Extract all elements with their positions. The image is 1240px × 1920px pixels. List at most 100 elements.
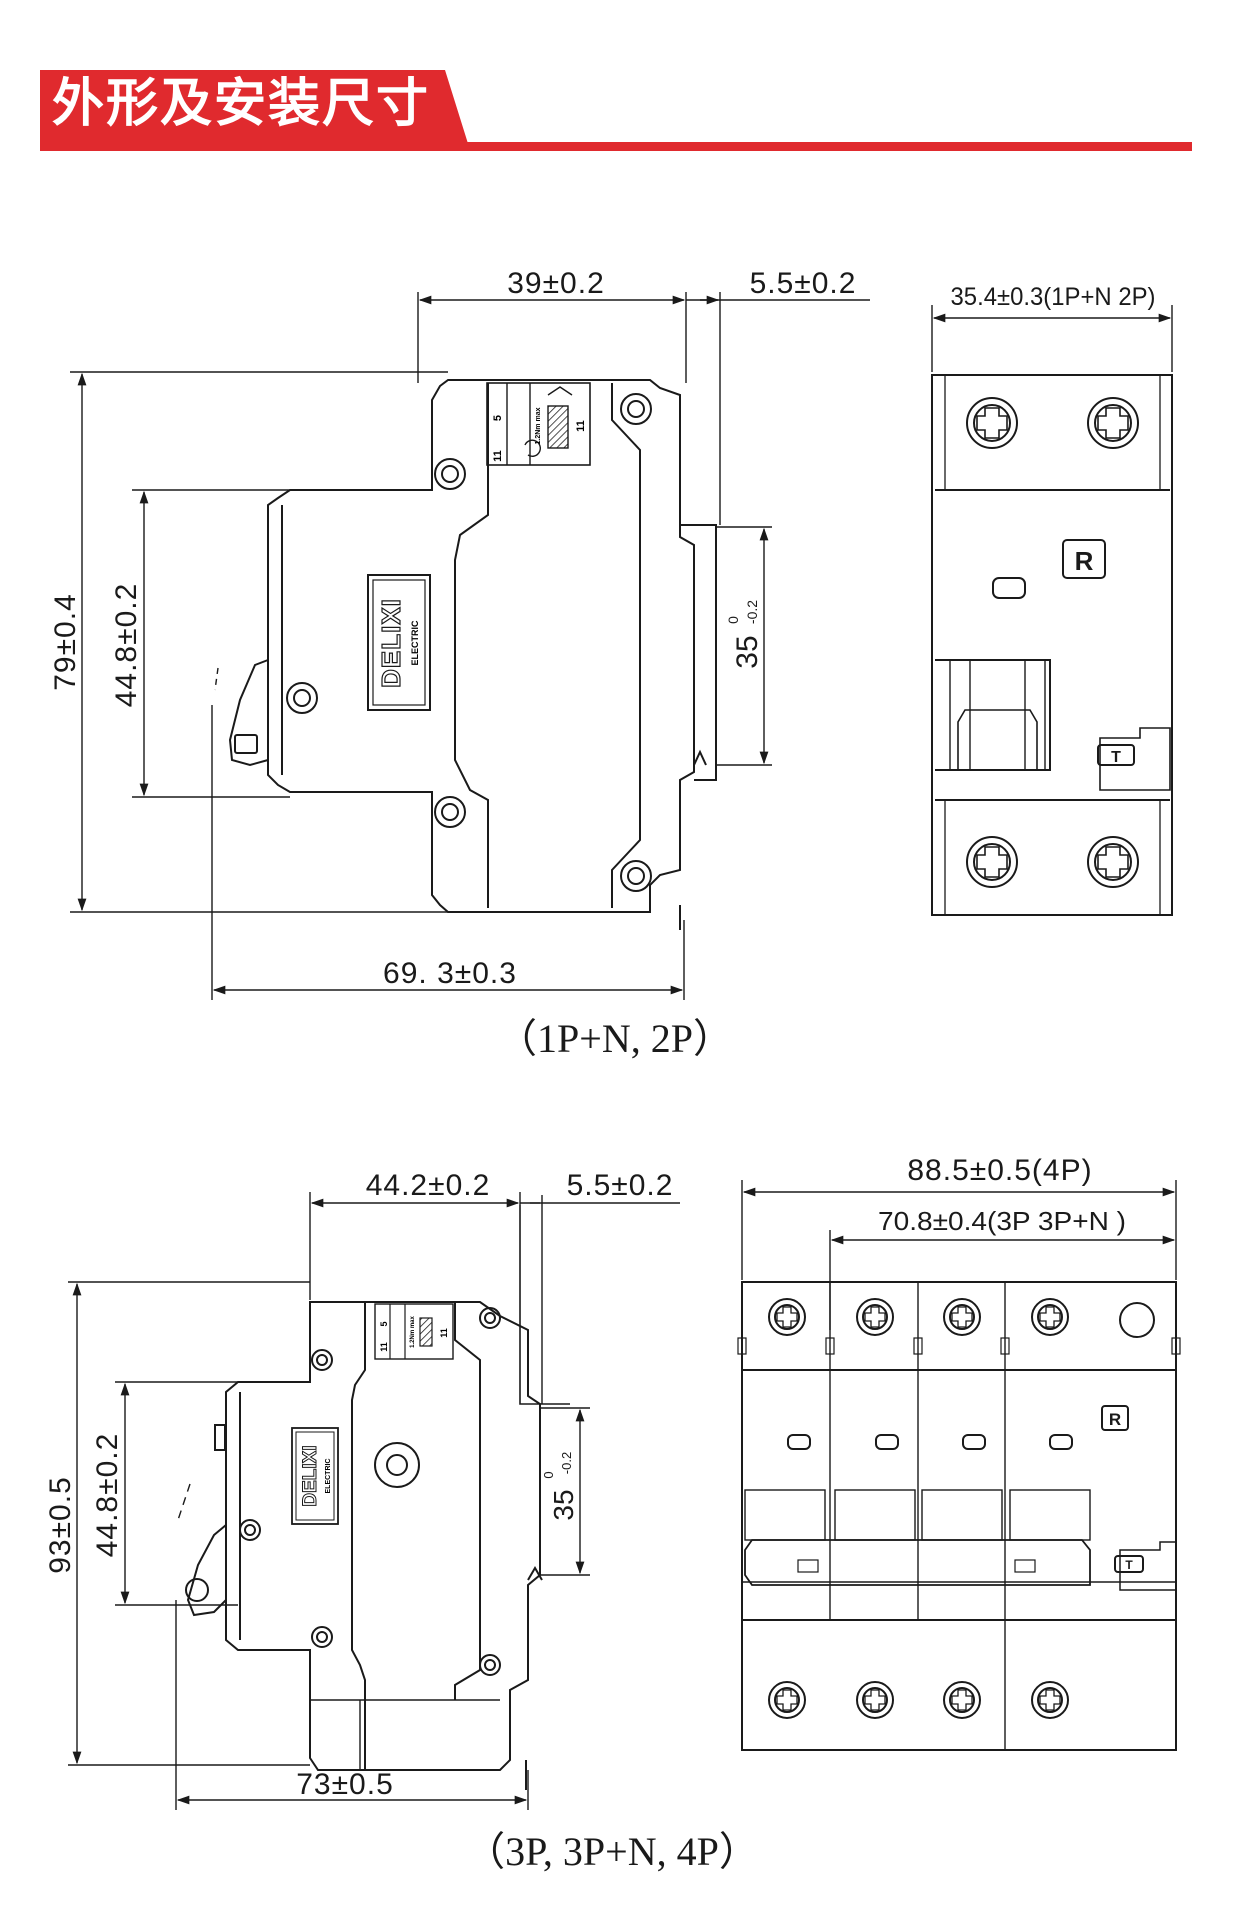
bottom-side-brand-sub: ELECTRIC [325, 1459, 332, 1494]
bottom-front-mark-t: T [1125, 1558, 1133, 1572]
top-side-hatch [547, 405, 569, 449]
bottom-front-dim-3p-text: 70.8±0.4(3P 3P+N ) [878, 1206, 1126, 1236]
bottom-side-tiny-label: 1.2Nm max [410, 1315, 416, 1347]
bottom-dim-73-text: 73±0.5 [296, 1768, 394, 1801]
top-front-screw-2 [1087, 397, 1139, 449]
bottom-front-r-box [1101, 1405, 1129, 1431]
header-red-rule [40, 142, 1192, 151]
bottom-side-label-11a: 11 [379, 1342, 389, 1352]
bottom-front-top-screw-1 [768, 1298, 806, 1336]
bottom-front-bot-screw-2 [856, 1681, 894, 1719]
bottom-side-inner-profile [351, 1302, 366, 1770]
top-side-labels: 5 11 11 1.2Nm max DELIXI ELECTRIC [375, 407, 587, 688]
top-dim-5p5-text: 5.5±0.2 [750, 267, 857, 300]
top-front-dim-text: 35.4±0.3(1P+N 2P) [951, 283, 1156, 311]
top-front-t-box [1097, 744, 1135, 766]
top-dim-39-text: 39±0.2 [507, 267, 605, 300]
top-front-labels: R T [1075, 546, 1122, 766]
bottom-front-dim-texts: 88.5±0.5(4P) 70.8±0.4(3P 3P+N ) [878, 1154, 1126, 1236]
top-side-rail-clip [680, 524, 717, 781]
top-side-body-outline [267, 379, 695, 913]
bottom-side-knob [374, 1442, 420, 1488]
bottom-side-labels: 5 11 11 1.2Nm max DELIXI ELECTRIC [300, 1315, 450, 1507]
top-side-dim-texts: 39±0.2 5.5±0.2 79±0.4 44.8±0.2 35 0 -0.2… [49, 267, 857, 1061]
bottom-front-indicator-3 [962, 1434, 986, 1450]
top-front-handle [935, 659, 1051, 771]
bottom-section-caption: （3P, 3P+N, 4P） [465, 1829, 759, 1874]
bottom-side-handle [186, 1524, 227, 1617]
top-front-dimensions [931, 305, 1173, 372]
bottom-dim-35-tol-upper: 0 [541, 1471, 556, 1478]
bottom-dim-35-text: 35 [548, 1489, 579, 1520]
bottom-side-hole-4 [311, 1626, 333, 1648]
top-side-label-11b: 11 [575, 420, 587, 432]
header-red-tab [40, 70, 470, 150]
bottom-dim-44p2-text: 44.2±0.2 [366, 1169, 491, 1202]
top-side-brand-sub: ELECTRIC [410, 620, 420, 666]
bottom-side-dim-texts: 44.2±0.2 5.5±0.2 93±0.5 44.8±0.2 35 0 -0… [44, 1169, 759, 1874]
bottom-front-indicator-4 [1049, 1434, 1073, 1450]
bottom-front-dim-4p-text: 88.5±0.5(4P) [907, 1154, 1092, 1187]
bottom-front-indicator-2 [875, 1434, 899, 1450]
bottom-side-body-outline [225, 1301, 541, 1771]
top-dim-79-text: 79±0.4 [49, 593, 82, 691]
top-side-dimensions [70, 292, 870, 1000]
bottom-dim-35-tol-lower: -0.2 [559, 1452, 574, 1474]
top-dim-69p3-text: 69. 3±0.3 [383, 957, 517, 990]
bottom-side-label-11b: 11 [439, 1328, 449, 1338]
top-side-logo-box [367, 574, 431, 711]
top-side-tiny-label: 1.2Nm max [535, 407, 542, 444]
top-side-hole-5 [620, 860, 652, 892]
bottom-front-bot-screw-3 [943, 1681, 981, 1719]
bottom-side-hole-2 [479, 1307, 501, 1329]
top-section-caption: （1P+N, 2P） [497, 1016, 733, 1061]
top-dim-35-text: 35 [731, 635, 764, 668]
top-side-handle [228, 659, 269, 767]
top-side-inner-profile [454, 383, 489, 908]
bottom-front-bot-screw-4 [1031, 1681, 1069, 1719]
bottom-front-top-screw-2 [856, 1298, 894, 1336]
bottom-front-top-screw-4 [1031, 1298, 1069, 1336]
top-front-indicator [992, 577, 1026, 599]
top-side-brand-logo: DELIXI [376, 598, 406, 688]
bottom-front-top-screw-3 [943, 1298, 981, 1336]
bottom-front-indicator-1 [787, 1434, 811, 1450]
top-front-screw-4 [1087, 836, 1139, 888]
top-front-screw-1 [966, 397, 1018, 449]
top-side-hole-3 [286, 682, 318, 714]
bottom-side-logo-box [291, 1427, 339, 1525]
header-banner [40, 70, 1192, 151]
bottom-side-hatch [419, 1317, 433, 1347]
bottom-side-rail-clip [519, 1205, 540, 1405]
bottom-front-view [737, 1281, 1181, 1751]
top-front-view [931, 374, 1173, 916]
page-title: 外形及安装尺寸 [52, 74, 431, 134]
top-side-label-5: 5 [492, 415, 504, 421]
bottom-dim-93-text: 93±0.5 [44, 1476, 77, 1574]
bottom-side-brand-logo: DELIXI [300, 1445, 321, 1506]
bottom-dim-44p8-text: 44.8±0.2 [91, 1433, 124, 1558]
top-side-terminal-box [486, 382, 591, 466]
bottom-front-round-hole [1119, 1302, 1155, 1338]
top-side-hole-1 [434, 458, 466, 490]
bottom-side-dimensions [68, 1192, 680, 1810]
bottom-side-label-5: 5 [379, 1321, 389, 1326]
top-side-hole-2 [620, 393, 652, 425]
top-side-label-11a: 11 [492, 450, 504, 462]
bottom-front-dimensions [741, 1180, 1177, 1330]
top-side-hole-4 [434, 796, 466, 828]
bottom-side-hole-1 [311, 1349, 333, 1371]
bottom-front-labels: R T [1109, 1410, 1133, 1572]
top-front-screw-3 [966, 836, 1018, 888]
top-front-mark-t: T [1111, 749, 1121, 766]
bottom-side-hole-5 [479, 1654, 501, 1676]
top-front-mark-r: R [1075, 546, 1094, 576]
bottom-front-test-button [1119, 1541, 1177, 1591]
bottom-dim-5p5-text: 5.5±0.2 [567, 1169, 674, 1202]
top-dim-44p8-text: 44.8±0.2 [110, 583, 143, 708]
top-front-r-box [1062, 539, 1106, 579]
header: 外形及安装尺寸 [0, 0, 1240, 170]
top-side-view [228, 379, 717, 930]
bottom-front-handle-bar [744, 1539, 1091, 1586]
